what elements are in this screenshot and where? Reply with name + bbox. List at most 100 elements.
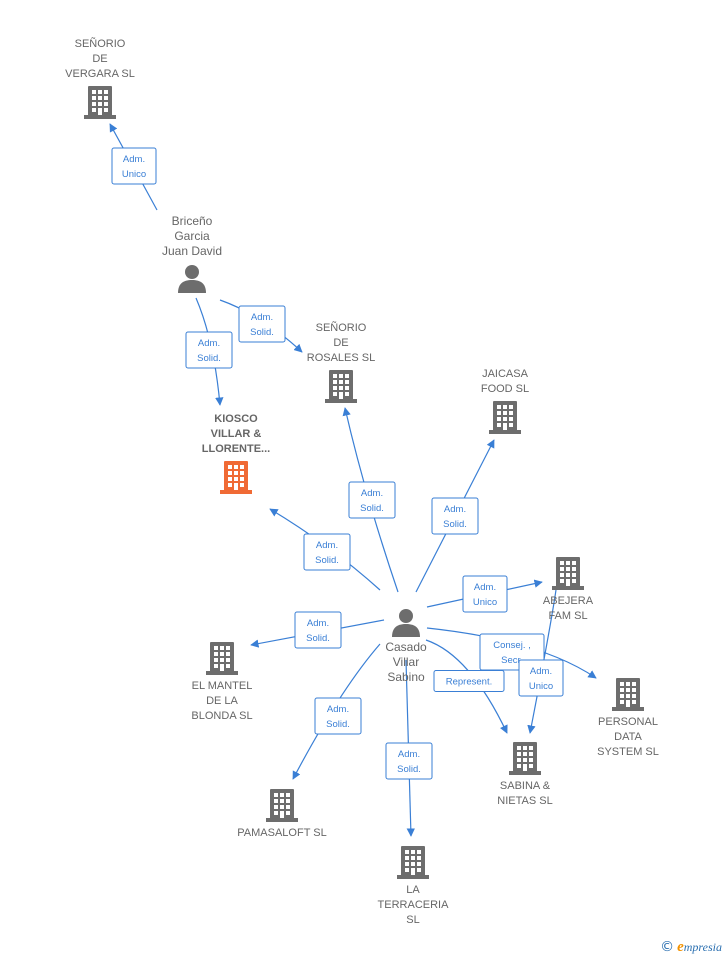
edge-label-text: Solid. bbox=[443, 519, 467, 530]
edge-label-text: Solid. bbox=[397, 764, 421, 775]
node-label-line: ROSALES SL bbox=[307, 352, 375, 364]
node-label-line: EL MANTEL bbox=[192, 680, 253, 692]
node-sabina[interactable]: SABINA & NIETAS SL bbox=[497, 742, 553, 807]
edge-label-box[interactable] bbox=[385, 742, 433, 780]
person-icon bbox=[392, 609, 420, 637]
building-icon bbox=[397, 846, 429, 879]
edge-label-box[interactable] bbox=[238, 305, 286, 343]
edge-casado-to-el_mantel: Adm. Solid. bbox=[250, 611, 385, 649]
node-senorio_rosales[interactable]: SEÑORIO DE ROSALES SL bbox=[307, 321, 375, 403]
building-icon bbox=[489, 401, 521, 434]
edge-label-text: Adm. bbox=[316, 540, 338, 551]
node-label-line: BLONDA SL bbox=[191, 710, 252, 722]
node-label-line: TERRACERIA bbox=[378, 899, 450, 911]
node-label-line: Villar bbox=[393, 655, 419, 669]
node-label-line: SABINA & bbox=[500, 780, 551, 792]
node-label-line: LA bbox=[406, 884, 420, 896]
edge-abejera-to-sabina: Adm. Unico bbox=[518, 589, 564, 734]
edge-label-text: Consej. , bbox=[493, 640, 531, 651]
node-senorio_vergara[interactable]: SEÑORIO DE VERGARA SL bbox=[65, 37, 135, 119]
edge-label-box[interactable] bbox=[431, 497, 479, 535]
building-icon bbox=[206, 642, 238, 675]
node-jaicasa[interactable]: JAICASA FOOD SL bbox=[481, 368, 529, 434]
node-label-line: SYSTEM SL bbox=[597, 746, 659, 758]
edge-label-text: Solid. bbox=[326, 719, 350, 730]
node-label-line: LLORENTE... bbox=[202, 443, 270, 455]
edge-label-box[interactable] bbox=[314, 697, 362, 735]
edge-casado-to-senorio_rosales: Adm.Solid. bbox=[342, 407, 399, 593]
node-label-line: PERSONAL bbox=[598, 716, 658, 728]
brand-initial: e bbox=[677, 939, 684, 955]
edge-label-box[interactable] bbox=[111, 147, 157, 185]
edge-briceno-to-kiosco: Adm. Solid. bbox=[185, 297, 233, 406]
node-label-line: KIOSCO bbox=[214, 413, 258, 425]
edge-casado-to-pamasaloft: Adm.Solid. bbox=[292, 643, 381, 780]
edge-label-text: Adm. bbox=[530, 666, 552, 677]
edge-casado-to-sabina: Represent. bbox=[425, 639, 508, 734]
edge-label-box[interactable] bbox=[518, 659, 564, 697]
edge-label-text: Solid. bbox=[360, 503, 384, 514]
node-label-line: SEÑORIO bbox=[316, 321, 367, 334]
node-el_mantel[interactable]: EL MANTEL DE LA BLONDA SL bbox=[191, 642, 253, 722]
edge-label-box[interactable] bbox=[294, 611, 342, 649]
edge-label-text: Secr. bbox=[501, 655, 523, 666]
edge-label-text: Unico bbox=[473, 597, 497, 608]
edge-label-text: Unico bbox=[122, 169, 146, 180]
node-label-line: SEÑORIO bbox=[75, 37, 126, 50]
edge-label-text: Solid. bbox=[197, 353, 221, 364]
edge-label-text: Adm. bbox=[444, 504, 466, 515]
building-icon bbox=[325, 370, 357, 403]
edge-label-box[interactable] bbox=[185, 331, 233, 369]
node-label-line: Garcia bbox=[174, 229, 210, 243]
node-label-line: JAICASA bbox=[482, 368, 529, 380]
node-label-line: VERGARA SL bbox=[65, 68, 135, 80]
edge-label-text: Adm. bbox=[307, 618, 329, 629]
building-icon bbox=[84, 86, 116, 119]
building-icon bbox=[509, 742, 541, 775]
edge-label-text: Solid. bbox=[315, 555, 339, 566]
edges-layer: Adm.UnicoAdm.Solid.Adm.Solid.Adm.Solid.A… bbox=[109, 123, 597, 837]
node-label-line: Casado bbox=[385, 640, 427, 654]
edge-briceno-to-senorio_rosales: Adm.Solid. bbox=[219, 299, 303, 353]
edge-label-text: Represent. bbox=[446, 677, 492, 688]
edge-label-box[interactable] bbox=[348, 481, 396, 519]
edge-label-text: Adm. bbox=[123, 154, 145, 165]
edge-label-text: Solid. bbox=[250, 327, 274, 338]
edge-label-text: Adm. bbox=[198, 338, 220, 349]
node-label-line: DE LA bbox=[206, 695, 238, 707]
building-icon bbox=[266, 789, 298, 822]
node-label-line: VILLAR & bbox=[211, 428, 262, 440]
building-icon bbox=[552, 557, 584, 590]
node-pamasaloft[interactable]: PAMASALOFT SL bbox=[237, 789, 327, 839]
edge-label-text: Adm. bbox=[398, 749, 420, 760]
edge-casado-to-kiosco: Adm. Solid. bbox=[269, 508, 381, 591]
edge-label-box[interactable] bbox=[303, 533, 351, 571]
node-label-line: FAM SL bbox=[548, 610, 587, 622]
edge-label-text: Unico bbox=[529, 681, 553, 692]
edge-briceno-to-senorio_vergara: Adm. Unico bbox=[109, 123, 158, 211]
copyright-symbol: © bbox=[660, 939, 675, 955]
node-label-line: NIETAS SL bbox=[497, 795, 552, 807]
node-label-line: Sabino bbox=[387, 670, 425, 684]
node-kiosco[interactable]: KIOSCO VILLAR & LLORENTE... bbox=[202, 413, 270, 494]
node-label-line: DE bbox=[333, 337, 348, 349]
node-label-line: DE bbox=[92, 53, 107, 65]
edge-label-text: Solid. bbox=[306, 633, 330, 644]
edge-label-box[interactable] bbox=[433, 670, 505, 692]
node-label-line: FOOD SL bbox=[481, 383, 529, 395]
edge-casado-to-abejera: Adm. Unico bbox=[426, 575, 543, 613]
edge-casado-to-la_terraceria: Adm. Solid. bbox=[385, 659, 433, 837]
building-icon bbox=[220, 461, 252, 494]
edge-label-text: Adm. bbox=[474, 582, 496, 593]
edge-casado-to-jaicasa: Adm. Solid. bbox=[415, 439, 495, 593]
empresia-watermark: © empresia bbox=[660, 939, 722, 956]
building-icon bbox=[612, 678, 644, 711]
edge-label-box[interactable] bbox=[462, 575, 508, 613]
